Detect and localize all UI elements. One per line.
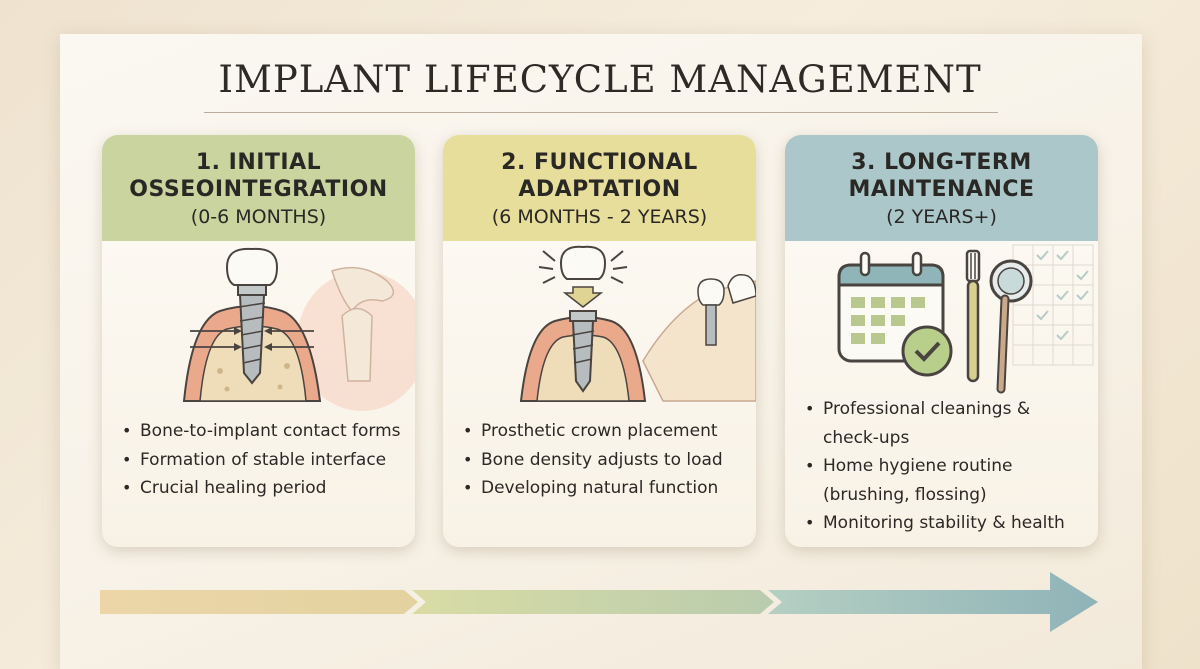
crown-placement-icon [519,245,647,402]
stage-1-illustration [182,247,415,411]
stage-card-1: 1. INITIAL OSSEOINTEGRATION (0-6 MONTHS) [102,135,415,547]
stage-3-illustration [837,244,1094,394]
timeline-segment-2 [412,590,774,614]
timeline-segment-1 [100,590,418,614]
list-item: Home hygiene routine [805,452,1088,481]
list-item: Monitoring stability & health [805,509,1088,538]
timeline-arrow [100,572,1098,632]
toothbrush-icon [965,249,981,383]
stage-3-title-line1: 3. LONG-TERM [851,150,1032,175]
calendar-check-icon [837,251,953,377]
stage-2-title-line2: ADAPTATION [518,177,681,202]
stage-2-illustration [519,245,756,402]
stage-1-title-line2: OSSEOINTEGRATION [129,177,388,202]
title-divider [204,112,998,113]
stage-2-title-line1: 2. FUNCTIONAL [501,150,698,175]
stage-card-3: 3. LONG-TERM MAINTENANCE (2 YEARS+) [785,135,1098,547]
stage-3-title-line2: MAINTENANCE [848,177,1035,202]
stage-1-title-line1: 1. INITIAL [195,150,322,175]
stage-1-subtitle: (0-6 MONTHS) [190,206,327,228]
list-item: Bone density adjusts to load [463,446,746,475]
checklist-grid-icon [1012,244,1094,366]
list-item-continuation: check-ups [823,427,910,448]
dental-implant-icon [182,247,322,402]
jaw-implant-icon [642,274,756,402]
list-item-continuation: (brushing, flossing) [823,484,987,505]
list-item: Crucial healing period [122,474,405,503]
page-title: IMPLANT LIFECYCLE MANAGEMENT [218,58,982,101]
timeline-segment-3 [768,572,1098,632]
stage-2-bullets: Prosthetic crown placement Bone density … [463,417,746,503]
stage-3-header: 3. LONG-TERM MAINTENANCE (2 YEARS+) [785,135,1098,241]
stage-1-header: 1. INITIAL OSSEOINTEGRATION (0-6 MONTHS) [102,135,415,241]
list-item: Formation of stable interface [122,446,405,475]
stage-2-subtitle: (6 MONTHS - 2 YEARS) [491,206,708,228]
list-item: Professional cleanings & [805,395,1088,424]
list-item: Bone-to-implant contact forms [122,417,405,446]
stage-card-2: 2. FUNCTIONAL ADAPTATION (6 MONTHS - 2 Y… [443,135,756,547]
shoulder-joint-icon [297,266,415,411]
stage-1-bullets: Bone-to-implant contact forms Formation … [122,417,405,503]
stage-3-bullets: Professional cleanings & check-ups Home … [805,395,1088,538]
list-item: Prosthetic crown placement [463,417,746,446]
stage-2-header: 2. FUNCTIONAL ADAPTATION (6 MONTHS - 2 Y… [443,135,756,241]
list-item: Developing natural function [463,474,746,503]
dental-mirror-icon [989,259,1033,394]
stage-3-subtitle: (2 YEARS+) [886,206,997,228]
